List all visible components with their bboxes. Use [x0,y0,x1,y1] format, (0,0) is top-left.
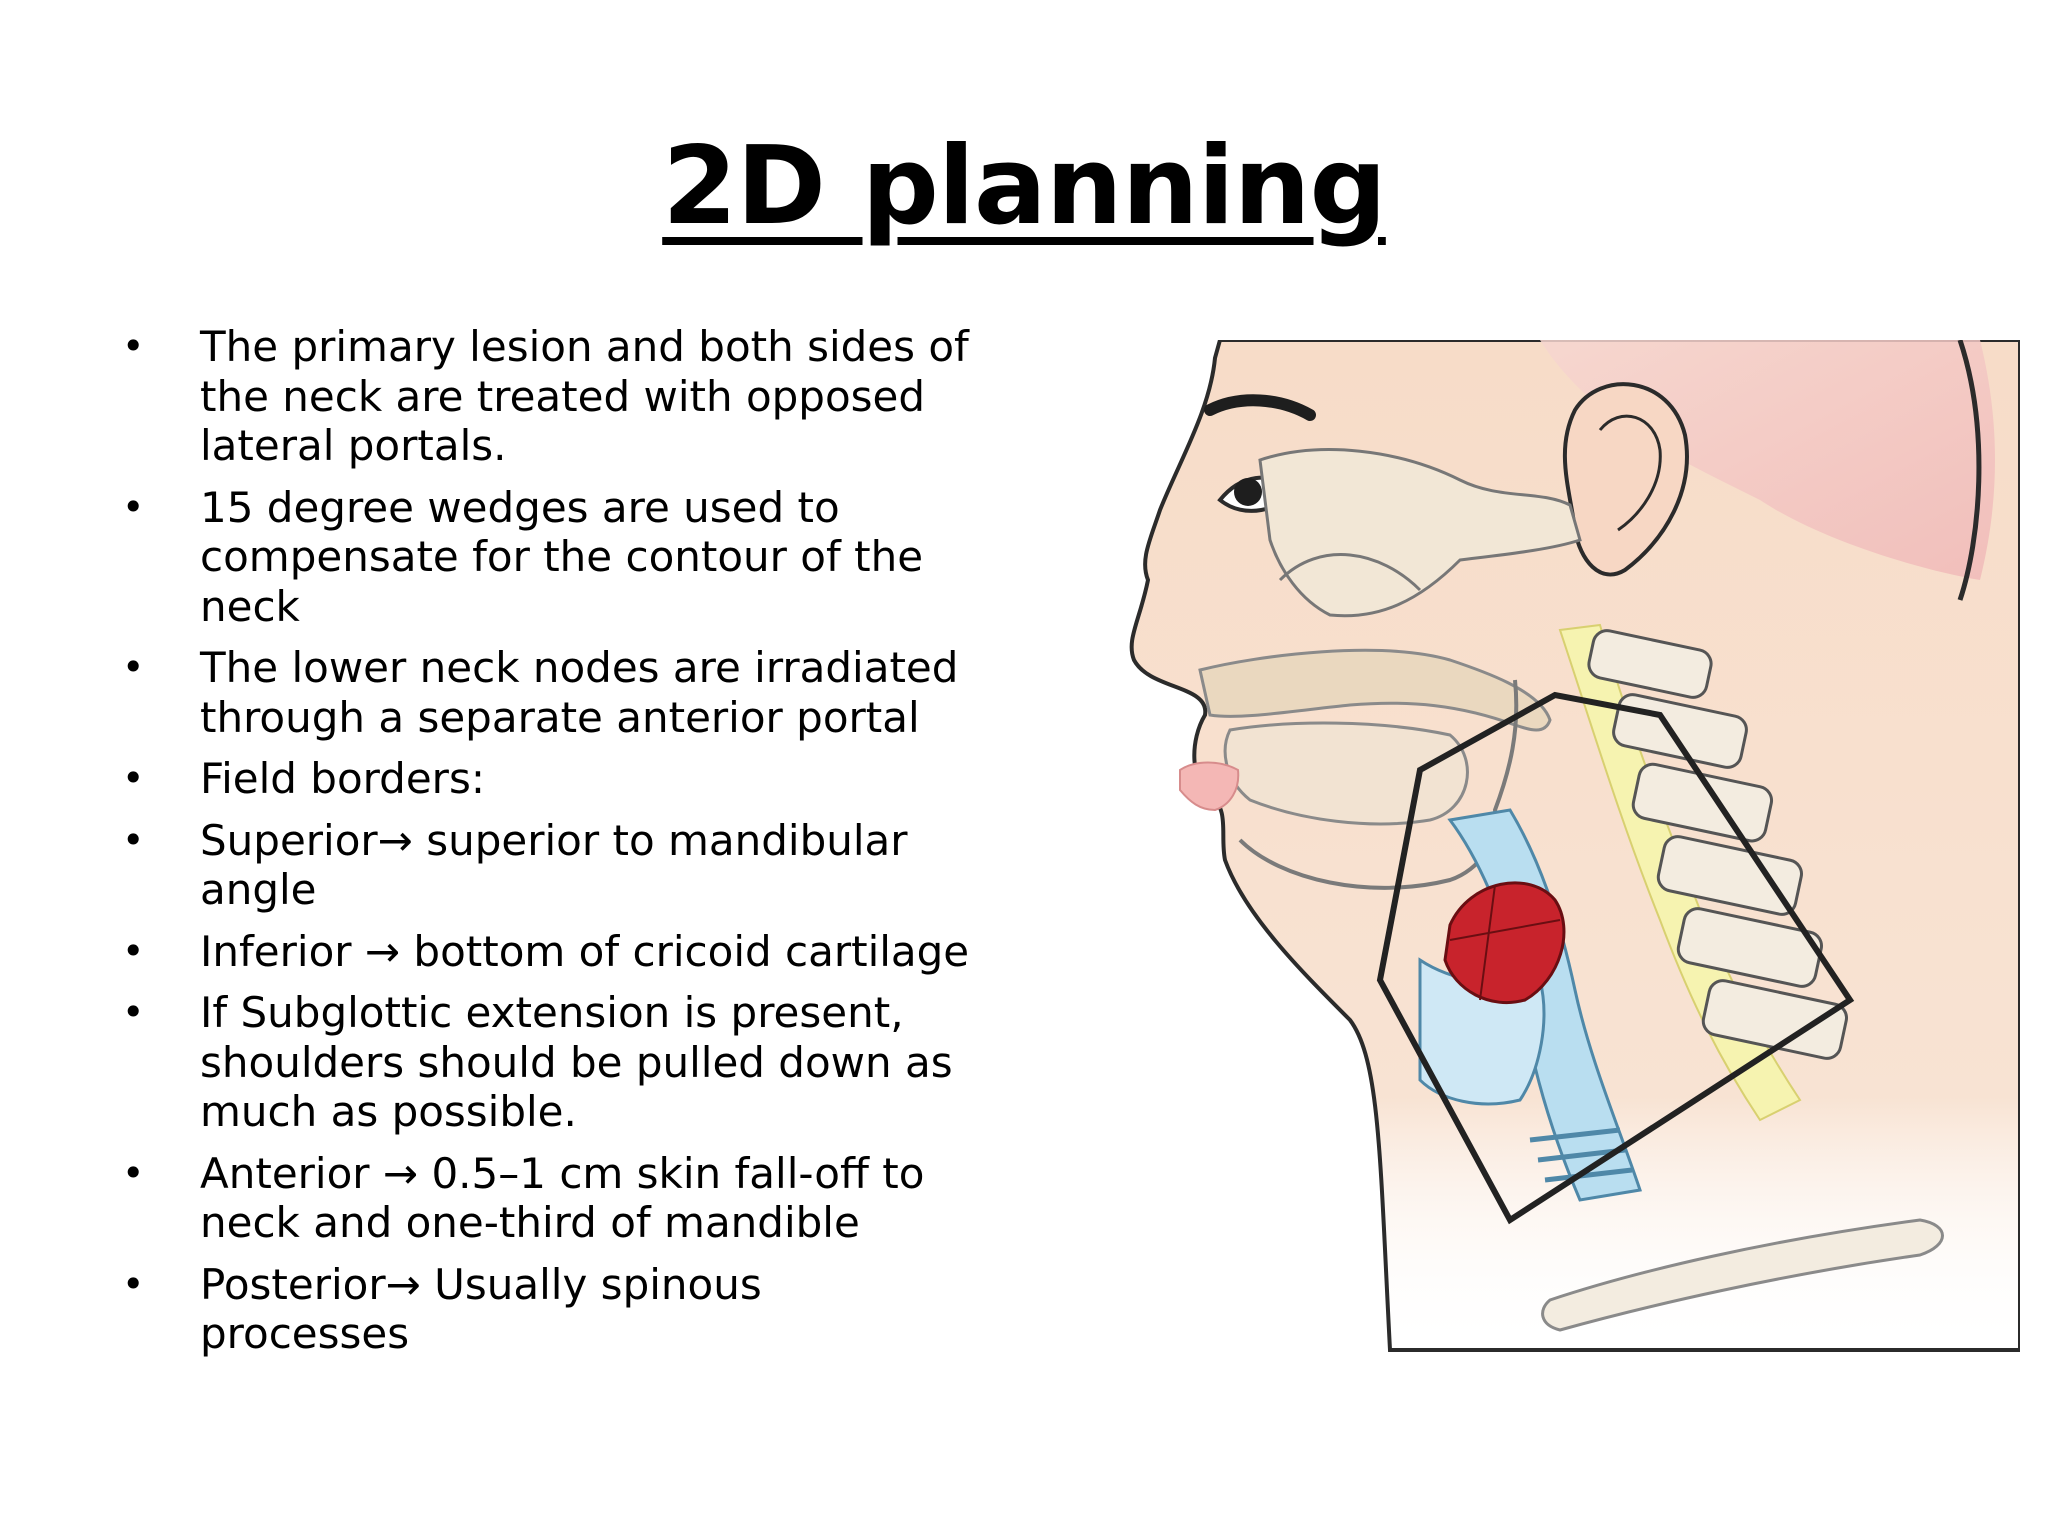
bullet-item: • 15 degree wedges are used to compensate… [118,483,1018,632]
bullet-text: Posterior→ Usually spinous processes [200,1259,762,1359]
skull-bones [1258,448,1582,618]
radiation-field-border [1376,691,1855,1225]
bullet-dot: • [122,817,145,862]
clavicle [1541,1218,1944,1332]
bullet-dot: • [122,1261,145,1306]
bullet-item: • Anterior → 0.5–1 cm skin fall-off to ne… [118,1149,1018,1248]
bullet-dot: • [122,1150,145,1195]
bullet-text: Inferior → bottom of cricoid cartilage [200,926,970,976]
slide-title: 2D planning [662,124,1387,249]
bullet-item: • Superior→ superior to mandibular angle [118,816,1018,915]
tumor-detail [1449,884,1561,1001]
bullet-dot: • [122,756,145,800]
bullet-text: The primary lesion and both sides of the… [200,322,969,470]
eyebrow [1204,394,1316,421]
cheek-bone [1278,553,1422,592]
bullet-text: If Subglottic extension is present, shou… [200,988,953,1136]
bullet-dot: • [122,928,145,973]
bullet-item: • Posterior→ Usually spinous processes [118,1260,1018,1359]
bullet-text: The lower neck nodes are irradiated thro… [200,643,959,742]
bullet-text: 15 degree wedges are used to compensate … [200,482,924,631]
ear [1562,382,1689,577]
bullet-text: Anterior → 0.5–1 cm skin fall-off to nec… [200,1148,925,1248]
bullet-item: • Field borders: [118,754,1018,804]
bullet-item: • The lower neck nodes are irradiated thr… [118,643,1018,742]
bullet-list: • The primary lesion and both sides of th… [118,322,1018,1371]
bullet-item: • The primary lesion and both sides of th… [118,322,1018,471]
bullet-text: Superior→ superior to mandibular angle [200,815,908,915]
bullet-text: Field borders: [200,754,485,803]
oral-cavity [1223,721,1469,826]
bullet-dot: • [122,484,145,529]
bullet-item: • Inferior → bottom of cricoid cartilage [118,927,1018,977]
ear-inner [1598,414,1662,532]
head-outline-back [1957,340,1982,601]
lips [1179,761,1240,812]
bullet-dot: • [122,324,145,368]
vertebrae [1587,629,1848,1060]
hard-palate [1198,648,1552,732]
head-neck-illustration [1129,340,2020,1352]
tumor [1443,881,1566,1005]
mandible [1238,679,1519,890]
bullet-dot: • [122,990,145,1034]
eye-pupil [1234,478,1262,506]
bullet-dot: • [122,645,145,689]
bullet-item: • If Subglottic extension is present, sho… [118,988,1018,1137]
